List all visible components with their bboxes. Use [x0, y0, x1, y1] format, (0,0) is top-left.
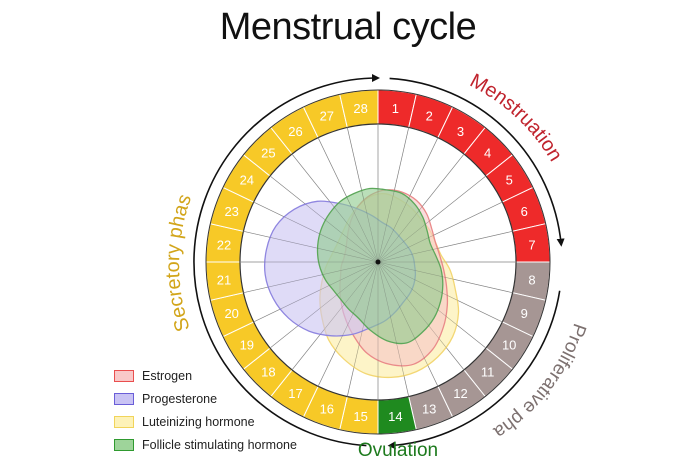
spoke-overlay — [377, 127, 409, 263]
cycle-arrow — [387, 290, 561, 450]
spoke-overlay — [317, 261, 379, 387]
day-number: 7 — [528, 238, 535, 253]
ovulation-label: Ovulation — [358, 440, 438, 461]
day-number: 14 — [388, 409, 402, 424]
day-number: 27 — [320, 109, 334, 124]
spoke-overlay — [347, 261, 379, 397]
day-number: 23 — [224, 204, 238, 219]
legend-swatch — [114, 369, 134, 382]
cycle-arrows — [193, 74, 565, 450]
legend-swatch — [114, 415, 134, 428]
day-number: 16 — [320, 401, 334, 416]
legend-item: Progesterone — [114, 387, 297, 410]
day-number: 11 — [481, 365, 495, 380]
day-number: 8 — [528, 272, 535, 287]
legend-label: Luteinizing hormone — [142, 414, 255, 429]
legend-label: Follicle stimulating hormone — [142, 437, 297, 452]
spoke-overlay — [243, 231, 379, 263]
day-number: 5 — [506, 173, 513, 188]
spoke-overlay — [377, 261, 487, 349]
day-number: 21 — [217, 272, 231, 287]
spoke-overlay — [377, 261, 465, 371]
spoke-overlay — [243, 261, 379, 293]
day-number: 6 — [521, 204, 528, 219]
spoke-overlay — [291, 261, 379, 371]
spoke-overlay — [377, 137, 439, 263]
day-number: 12 — [453, 386, 467, 401]
day-number: 20 — [224, 306, 238, 321]
spoke-overlay — [377, 261, 409, 397]
day-labels: 1234567891011121314151617181920212223242… — [217, 101, 536, 424]
cycle-arrow — [260, 403, 367, 447]
day-number: 15 — [353, 409, 367, 424]
outer-circle — [205, 89, 551, 435]
spoke-overlay — [253, 201, 379, 263]
fsh-curve — [316, 187, 444, 345]
day-number: 22 — [217, 238, 231, 253]
day-number: 3 — [457, 124, 464, 139]
hormone-curves — [240, 124, 516, 400]
day-number: 2 — [426, 109, 433, 124]
page-title: Menstrual cycle — [219, 6, 477, 48]
day-number: 13 — [422, 401, 436, 416]
day-number: 4 — [484, 145, 491, 160]
cycle-arrow — [389, 77, 565, 247]
spoke-overlay — [291, 153, 379, 263]
spoke-overlay — [377, 175, 487, 263]
spoke-overlay — [377, 201, 503, 263]
spoke-overlay — [347, 127, 379, 263]
day-number: 24 — [240, 173, 254, 188]
spoke-overlay — [317, 137, 379, 263]
spoke-overlay — [377, 153, 465, 263]
legend-swatch — [114, 438, 134, 451]
day-number: 9 — [521, 306, 528, 321]
spoke-overlay — [377, 261, 513, 293]
spoke-overlay — [377, 261, 503, 323]
spoke-overlay — [253, 261, 379, 323]
center-dot — [375, 259, 381, 265]
day-number: 18 — [261, 365, 275, 380]
day-number: 19 — [240, 338, 254, 353]
spoke-overlay — [377, 231, 513, 263]
day-number: 1 — [392, 101, 399, 116]
legend-item: Follicle stimulating hormone — [114, 433, 297, 456]
spoke-overlay — [377, 261, 439, 387]
legend-swatch — [114, 392, 134, 405]
day-number: 25 — [261, 145, 275, 160]
day-number: 10 — [502, 338, 516, 353]
day-number: 17 — [288, 386, 302, 401]
legend-label: Estrogen — [142, 368, 193, 383]
cycle-arrow — [193, 74, 380, 405]
spoke-overlay — [269, 175, 379, 263]
day-number: 28 — [353, 101, 367, 116]
legend-item: Estrogen — [114, 364, 297, 387]
spoke-overlay — [269, 261, 379, 349]
day-number: 26 — [288, 124, 302, 139]
secretory-phase-label: Secretory phase — [0, 0, 196, 334]
legend-label: Progesterone — [142, 391, 218, 406]
legend-item: Luteinizing hormone — [114, 410, 297, 433]
